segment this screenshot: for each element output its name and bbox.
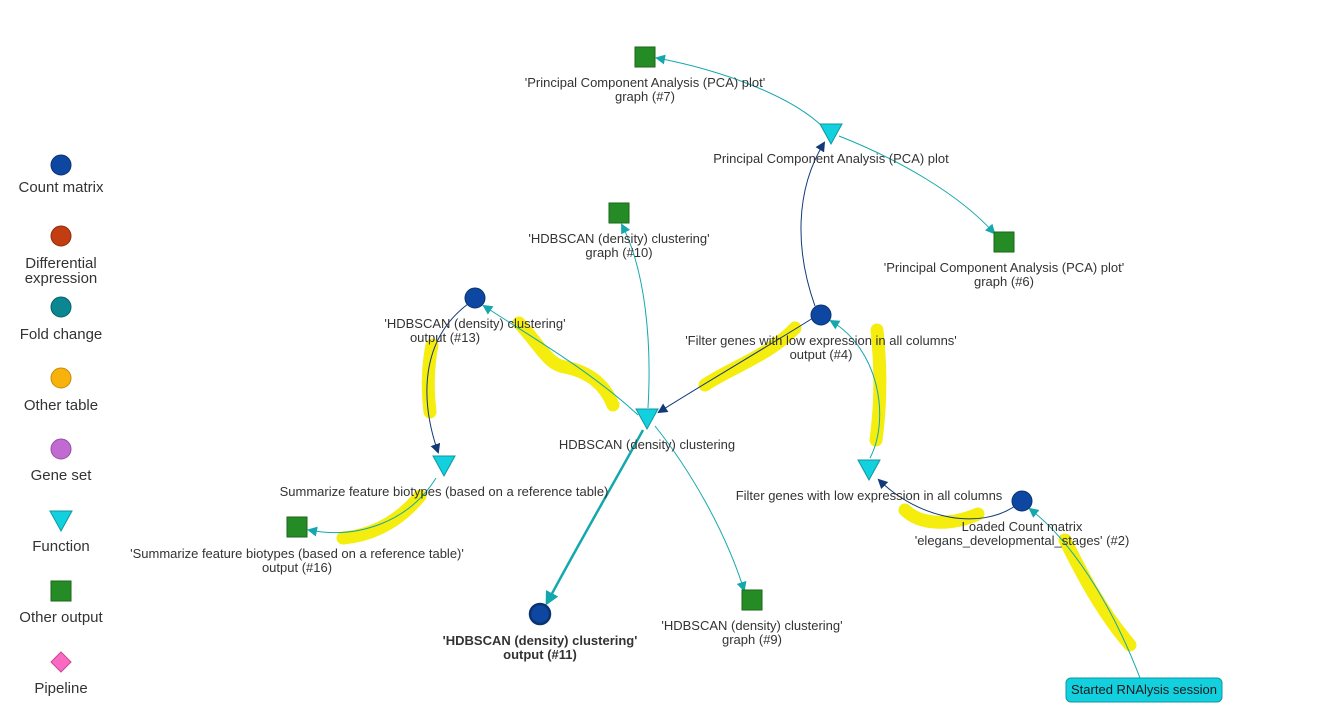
node-loaded2[interactable]: Loaded Count matrix'elegans_developmenta…	[915, 490, 1130, 548]
circle-node-icon[interactable]	[464, 287, 486, 309]
node-label: 'HDBSCAN (density) clustering'	[384, 316, 565, 331]
square-node-icon[interactable]	[634, 46, 656, 68]
node-label: output (#16)	[262, 560, 332, 575]
legend-label: Pipeline	[34, 680, 87, 697]
node-hdb_graph9[interactable]: 'HDBSCAN (density) clustering'graph (#9)	[661, 589, 843, 647]
edge-filter-fn-to-out4	[829, 319, 881, 459]
highlight-stroke-5	[336, 489, 427, 545]
legend-circle-icon	[50, 225, 72, 247]
edge-out4-to-hdb-fn	[657, 317, 814, 414]
legend-label: Differential	[25, 255, 96, 272]
square-node-icon[interactable]	[286, 516, 308, 538]
highlight-stroke-2	[698, 321, 802, 392]
node-label: 'elegans_developmental_stages' (#2)	[915, 533, 1130, 548]
square-node-icon[interactable]	[741, 589, 763, 611]
legend-circle-icon	[50, 154, 72, 176]
legend-circle-icon	[50, 296, 72, 318]
circle-node-icon[interactable]	[528, 602, 552, 626]
node-label: output (#13)	[410, 330, 480, 345]
square-node-icon[interactable]	[993, 231, 1015, 253]
node-label: 'Summarize feature biotypes (based on a …	[130, 546, 464, 561]
highlight-stroke-3	[869, 323, 887, 447]
node-pca_fn[interactable]: Principal Component Analysis (PCA) plot	[713, 123, 949, 166]
node-hdb_out13[interactable]: 'HDBSCAN (density) clustering'output (#1…	[384, 287, 566, 345]
legend-label: Fold change	[20, 326, 103, 343]
edge-summ-fn-to-out16	[307, 477, 437, 537]
node-label: output (#4)	[790, 347, 853, 362]
legend-item: Count matrix	[18, 154, 104, 196]
start-session-badge[interactable]	[1065, 677, 1223, 703]
node-summ_fn[interactable]: Summarize feature biotypes (based on a r…	[280, 455, 609, 499]
node-layer: 'Principal Component Analysis (PCA) plot…	[130, 46, 1223, 703]
highlight-stroke-4	[898, 503, 985, 529]
node-filter_out4[interactable]: 'Filter genes with low expression in all…	[685, 304, 957, 362]
node-hdb_graph10[interactable]: 'HDBSCAN (density) clustering'graph (#10…	[528, 202, 710, 260]
edge-hdb-fn-to-graph9	[654, 425, 747, 592]
edge-start-to-loaded	[1028, 507, 1141, 679]
triangle-node-icon[interactable]	[432, 455, 456, 478]
edge-out13-to-summ-fn	[426, 303, 469, 454]
node-pca_graph6[interactable]: 'Principal Component Analysis (PCA) plot…	[884, 231, 1125, 289]
node-label: Started RNAlysis session	[1071, 682, 1217, 697]
legend-item: Pipeline	[34, 651, 88, 697]
edge-layer	[307, 54, 1141, 679]
node-label: Principal Component Analysis (PCA) plot	[713, 151, 949, 166]
legend-circle-icon	[50, 438, 72, 460]
node-hdb_fn[interactable]: HDBSCAN (density) clustering	[559, 408, 735, 452]
node-label: Filter genes with low expression in all …	[736, 488, 1003, 503]
highlight-stroke-1	[512, 316, 620, 412]
triangle-node-icon[interactable]	[635, 408, 659, 431]
node-label: 'HDBSCAN (density) clustering'	[661, 618, 842, 633]
legend-label: expression	[25, 270, 98, 287]
legend-label: Other table	[24, 397, 98, 414]
legend-item: Fold change	[20, 296, 103, 343]
legend-label: Count matrix	[18, 179, 104, 196]
legend-square-icon	[50, 580, 72, 602]
node-label: graph (#7)	[615, 89, 675, 104]
node-label: graph (#9)	[722, 632, 782, 647]
edge-out4-to-pca-fn	[800, 141, 826, 307]
circle-node-icon[interactable]	[1011, 490, 1033, 512]
circle-node-icon[interactable]	[810, 304, 832, 326]
legend-label: Gene set	[31, 467, 93, 484]
legend-item: Function	[32, 510, 90, 555]
node-hdb_out11[interactable]: 'HDBSCAN (density) clustering'output (#1…	[443, 602, 638, 662]
legend-circle-icon	[50, 367, 72, 389]
edge-hdb-fn-to-out11	[545, 429, 645, 606]
legend-item: Gene set	[31, 438, 93, 484]
triangle-node-icon[interactable]	[819, 123, 843, 146]
edge-pca-fn-to-graph6	[838, 135, 996, 235]
node-start[interactable]: Started RNAlysis session	[1065, 677, 1223, 703]
node-label: Loaded Count matrix	[962, 519, 1083, 534]
node-label: Summarize feature biotypes (based on a r…	[280, 484, 609, 499]
edge-loaded-to-filter-fn	[877, 478, 1016, 520]
edge-hdb-fn-to-graph10	[621, 223, 650, 409]
node-label: 'Filter genes with low expression in all…	[685, 333, 957, 348]
edge-pca-fn-to-graph7	[655, 54, 824, 128]
node-pca_graph7[interactable]: 'Principal Component Analysis (PCA) plot…	[525, 46, 766, 104]
node-summ_out16[interactable]: 'Summarize feature biotypes (based on a …	[130, 516, 464, 575]
legend-diamond-icon	[50, 651, 72, 673]
node-label: 'HDBSCAN (density) clustering'	[528, 231, 709, 246]
node-label: HDBSCAN (density) clustering	[559, 437, 735, 452]
node-filter_fn[interactable]: Filter genes with low expression in all …	[736, 459, 1003, 503]
legend-label: Function	[32, 538, 90, 555]
legend-triangle-icon	[49, 510, 73, 533]
highlight-stroke-0	[421, 338, 439, 419]
square-node-icon[interactable]	[608, 202, 630, 224]
node-label: 'Principal Component Analysis (PCA) plot…	[884, 260, 1125, 275]
node-label: 'Principal Component Analysis (PCA) plot…	[525, 75, 766, 90]
node-label: graph (#6)	[974, 274, 1034, 289]
legend-label: Other output	[19, 609, 103, 626]
legend-item: Other output	[19, 580, 104, 626]
node-label: 'HDBSCAN (density) clustering'	[443, 633, 638, 648]
node-label: output (#11)	[503, 647, 577, 662]
legend-item: Other table	[24, 367, 98, 414]
node-label: graph (#10)	[585, 245, 652, 260]
triangle-node-icon[interactable]	[857, 459, 881, 482]
edge-hdb-fn-to-out13	[482, 304, 639, 416]
